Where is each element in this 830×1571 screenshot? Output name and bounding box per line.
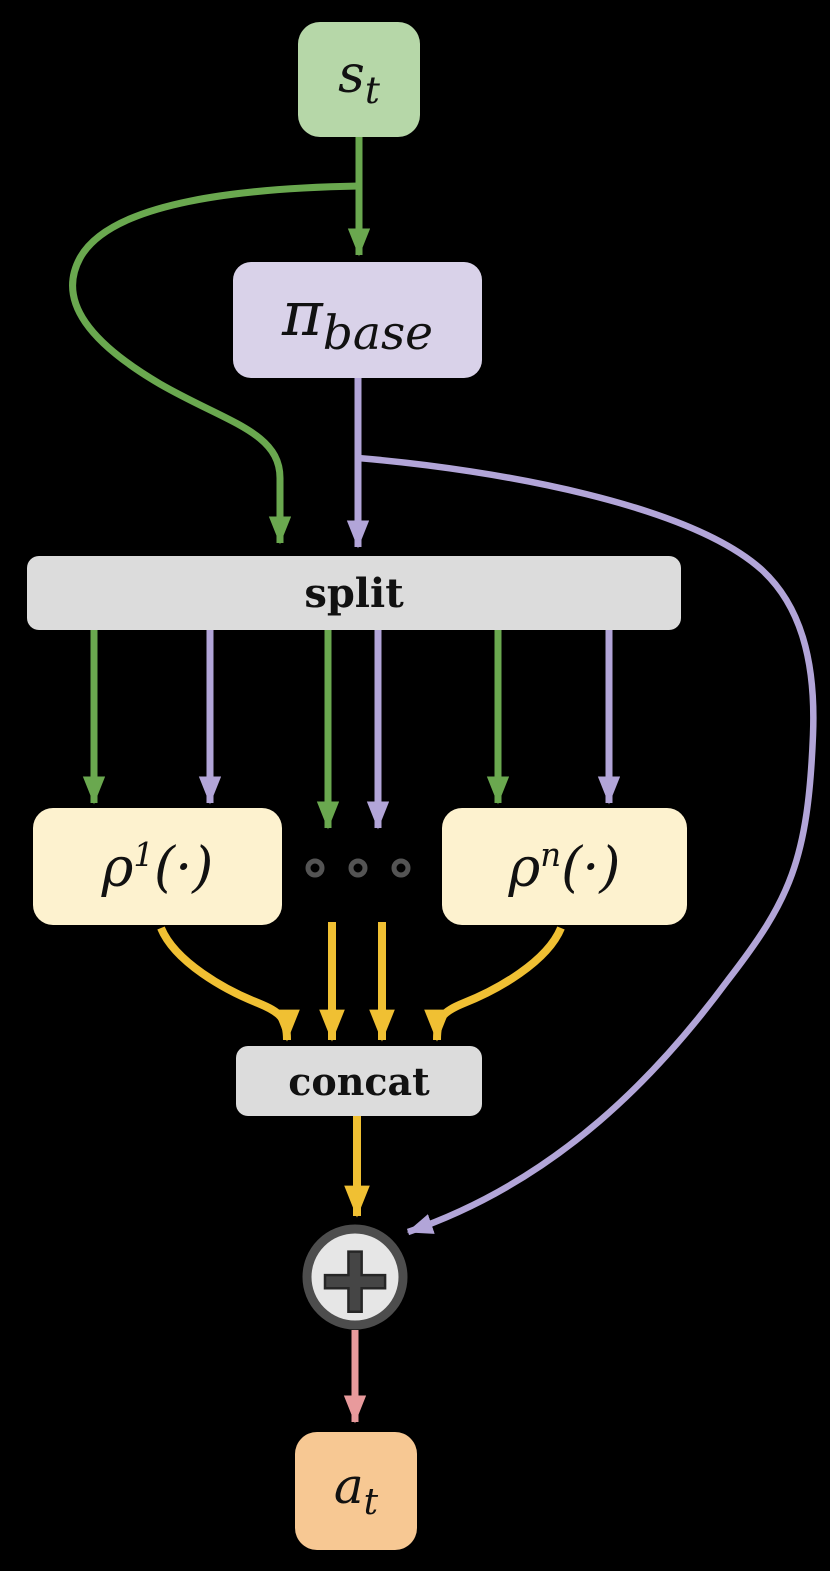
concat-node: concat: [236, 1046, 482, 1116]
sum-node: +: [302, 1223, 408, 1335]
base-policy-node: πbase: [233, 262, 482, 378]
action-label: at: [333, 1457, 379, 1523]
ellipsis-dot: [305, 858, 325, 878]
action-node: at: [295, 1432, 417, 1550]
rho-n-node: ρn(·): [442, 808, 687, 925]
split-label: split: [304, 569, 404, 617]
edge-rhon-to-concat: [424, 926, 565, 1042]
plus-icon: +: [316, 1226, 393, 1333]
edge-base-to-sum: [357, 454, 817, 1236]
base-policy-label: πbase: [281, 276, 434, 361]
rho-1-node: ρ1(·): [33, 808, 282, 925]
ellipsis-dot: [391, 858, 411, 878]
split-node: split: [27, 556, 681, 630]
rho-1-label: ρ1(·): [101, 835, 214, 899]
edge-state-to-split: [69, 182, 360, 545]
ellipsis-dots: [305, 858, 411, 878]
state-node: st: [298, 22, 420, 137]
state-label: st: [338, 45, 380, 113]
sum-circle: [302, 1224, 408, 1330]
edge-rho1-to-concat: [157, 926, 300, 1042]
ellipsis-dot: [348, 858, 368, 878]
concat-label: concat: [288, 1058, 430, 1104]
rho-n-label: ρn(·): [508, 835, 621, 899]
